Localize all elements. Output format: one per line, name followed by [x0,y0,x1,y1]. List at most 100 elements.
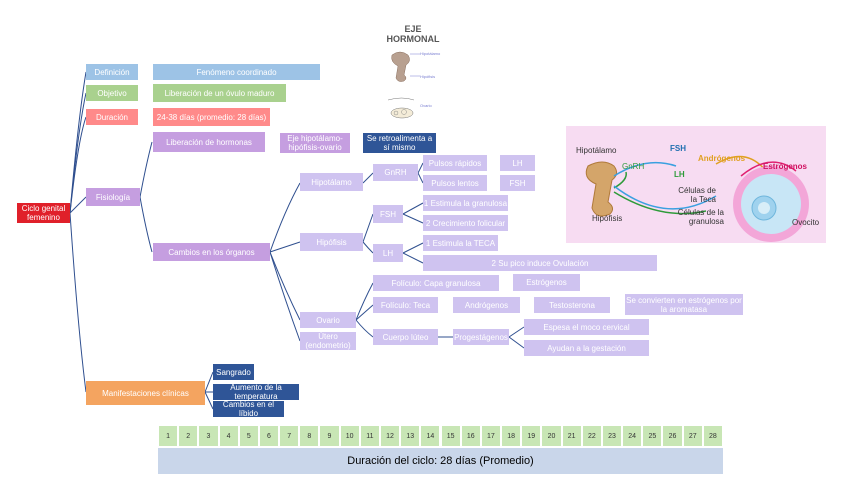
eje-hipotalamo-label: Hipotálamo [420,51,441,56]
hormone-figure: Hipotálamo GnRH FSH Andrógenos Estrógeno… [566,126,826,243]
timeline-day-cell: 6 [258,425,280,447]
fig-lh-label: LH [674,170,685,179]
timeline-day-cell: 25 [642,425,663,447]
timeline-day-cell: 2 [178,425,199,447]
lh-pulse-node: LH [500,155,535,171]
objetivo-node: Objetivo [86,85,138,101]
lh-label: LH [382,248,394,258]
duracion-value-text: 24-38 días (promedio: 28 días) [156,112,267,122]
timeline-caption: Duración del ciclo: 28 días (Promedio) [158,448,723,474]
temperatura-label: Aumento de la temperatura [230,384,282,400]
ayudan-node: Ayudan a la gestación [524,340,649,356]
timeline-day-cell: 26 [662,425,683,447]
convierten-node: Se convierten en estrógenos por la aroma… [625,294,743,315]
cambios-node: Cambios en los órganos [153,243,270,261]
progestagenos-node: Progestágenos [453,329,509,345]
fig-hipotalamo-label: Hipotálamo [576,146,617,155]
timeline-day-cell: 7 [279,425,300,447]
utero-label: Útero (endometrio) [305,332,351,350]
liberacion-node: Liberación de hormonas [153,132,265,152]
hormone-figure-art [585,155,809,242]
timeline-day-cell: 23 [601,425,623,447]
objetivo-label: Objetivo [97,88,127,98]
fsh-effect-2-label: 2 Crecimiento folicular [425,218,506,228]
timeline-day-cell: 19 [521,425,542,447]
libido-label: Cambios en el líbido [222,401,275,417]
timeline-day-cell: 24 [622,425,643,447]
timeline-day-cell: 20 [541,425,562,447]
utero-node: Útero (endometrio) [300,332,356,350]
lh-pulse-label: LH [512,158,523,168]
lh-effect-2: 2 Su pico induce Ovulación [423,255,657,271]
libido-node: Cambios en el líbido [213,401,284,417]
eje-ovario-label: Ovario [420,103,432,108]
progestagenos-label: Progestágenos [454,332,508,342]
fig-granulosa-label: Células de la granulosa [677,208,724,226]
manifestaciones-node: Manifestaciones clínicas [86,381,205,405]
timeline-day-cell: 18 [501,425,522,447]
cuerpo-luteo-node: Cuerpo lúteo [373,329,438,345]
definicion-label: Definición [94,67,130,77]
fig-androgenos-label: Andrógenos [698,154,746,163]
androgenos-node: Andrógenos [453,297,520,313]
hipotalamo-label: Hipotálamo [311,177,352,187]
fig-estrogenos-label: Estrógenos [763,162,808,171]
testosterona-label: Testosterona [549,300,595,310]
espesa-node: Espesa el moco cervical [524,319,649,335]
pulsos-lentos-label: Pulsos lentos [431,178,479,188]
objetivo-value-text: Liberación de un óvulo maduro [164,88,275,98]
timeline-day-cell: 14 [420,425,441,447]
fsh-effect-2: 2 Crecimiento folicular [423,215,508,231]
fig-hipofisis-label: Hipófisis [592,214,623,223]
fisiologia-label: Fisiología [95,192,131,202]
hipotalamo-node: Hipotálamo [300,173,363,191]
timeline-day-cell: 15 [440,425,461,447]
cambios-label: Cambios en los órganos [168,247,255,257]
sangrado-label: Sangrado [216,367,251,377]
timeline-day-cell: 21 [561,425,582,447]
eje-node: Eje hipotálamo-hipófisis-ovario [280,133,350,153]
espesa-label: Espesa el moco cervical [543,322,630,332]
fig-teca-label: Células de la Teca [678,186,716,204]
eje-hormonal-figure [387,51,420,119]
fsh-pulse-label: FSH [509,178,526,188]
timeline-day-cell: 8 [299,425,320,447]
duracion-value: 24-38 días (promedio: 28 días) [153,108,270,126]
timeline-day-cell: 3 [198,425,219,447]
retro-node: Se retroalimenta a sí mismo [363,133,436,153]
fsh-label: FSH [380,209,396,219]
estrogenos-label: Estrógenos [526,278,567,287]
timeline-day-cell: 9 [319,425,340,447]
timeline-day-cell: 22 [581,425,602,447]
eje-label: Eje hipotálamo-hipófisis-ovario [287,134,343,152]
foliculo-teca-node: Folículo: Teca [373,297,438,313]
definicion-value-text: Fenómeno coordinado [196,67,277,77]
sangrado-node: Sangrado [213,364,254,380]
gnrh-node: GnRH [373,164,418,181]
foliculo-teca-label: Folículo: Teca [380,300,431,310]
duracion-label: Duración [95,112,128,122]
ovario-node: Ovario [300,312,356,328]
timeline-day-cell: 28 [702,425,723,447]
fsh-effect-1-label: 1 Estimula la granulosa [423,198,508,208]
ayudan-label: Ayudan a la gestación [547,343,626,353]
timeline-day-cell: 4 [218,425,239,447]
timeline-caption-text: Duración del ciclo: 28 días (Promedio) [347,455,534,467]
root-label: Ciclo genital femenino [21,204,66,222]
convierten-label: Se convierten en estrógenos por la aroma… [626,295,742,314]
definicion-value: Fenómeno coordinado [153,64,320,80]
objetivo-value: Liberación de un óvulo maduro [153,84,286,102]
duracion-node: Duración [86,109,138,125]
hipofisis-label: Hipófisis [316,237,347,247]
testosterona-node: Testosterona [534,297,610,313]
cuerpo-luteo-label: Cuerpo lúteo [382,332,429,342]
timeline-day-cell: 27 [682,425,703,447]
pulsos-rapidos-node: Pulsos rápidos [423,155,487,171]
timeline-day-cell: 17 [480,425,502,447]
eje-hipofisis-label: Hipófisis [420,74,436,79]
lh-effect-1: 1 Estimula la TECA [423,235,498,251]
androgenos-label: Andrógenos [464,300,509,310]
liberacion-label: Liberación de hormonas [166,137,252,147]
eje-hormonal-title: EJE HORMONAL [386,24,440,44]
